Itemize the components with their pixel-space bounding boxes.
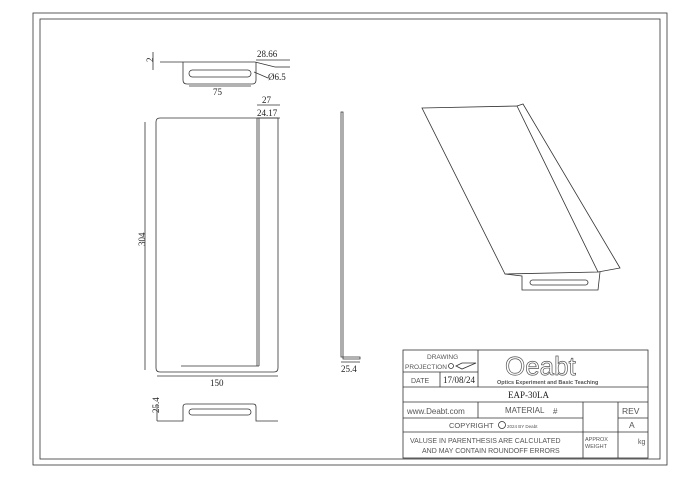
top-view: 2 28.66 Ø6.5 75 bbox=[145, 49, 290, 97]
logo: Oeabt bbox=[505, 351, 577, 381]
date-label: DATE bbox=[411, 378, 429, 385]
dim-slot: 75 bbox=[213, 87, 223, 97]
approx-label: APPROX bbox=[585, 437, 608, 443]
website: www.Deabt.com bbox=[406, 407, 465, 416]
inner-border bbox=[39, 18, 661, 460]
date-value: 17/08/24 bbox=[443, 375, 476, 385]
weight-label: WEIGHT bbox=[585, 444, 608, 450]
dim-width-outer: 27 bbox=[262, 95, 272, 105]
logo-tagline: Optics Experiment and Basic Teaching bbox=[497, 380, 598, 386]
title-block: DRAWING PROJECTION DATE 17/08/24 Oeabt O… bbox=[402, 349, 649, 459]
rev-label: REV bbox=[622, 406, 640, 416]
outer-border bbox=[32, 12, 668, 466]
front-view: 27 24.17 304 150 bbox=[137, 95, 280, 388]
note-line-2: AND MAY CONTAIN ROUNDOFF ERRORS bbox=[422, 448, 560, 455]
dim-width-inner: 24.17 bbox=[257, 108, 278, 118]
note-line-1: VALUSE IN PARENTHESIS ARE CALCULATED bbox=[410, 438, 561, 445]
copyright-icon bbox=[498, 421, 506, 429]
projection-symbol-icon bbox=[448, 362, 477, 370]
dim-thickness: 2 bbox=[145, 58, 155, 63]
dim-base: 25.4 bbox=[341, 364, 357, 374]
part-number: EAP-30LA bbox=[508, 390, 549, 400]
dim-flange: 28.66 bbox=[257, 49, 278, 59]
material-label: MATERIAL bbox=[505, 406, 545, 415]
copyright-suffix: 2024 BY Deabt bbox=[507, 424, 538, 429]
drawing-label: DRAWING bbox=[427, 354, 458, 361]
dim-hole: Ø6.5 bbox=[268, 72, 286, 82]
rev-value: A bbox=[629, 420, 635, 430]
copyright-label: COPYRIGHT bbox=[449, 421, 494, 430]
dim-bottom-height: 25.4 bbox=[151, 397, 161, 413]
weight-unit: kg bbox=[638, 439, 646, 446]
isometric-view bbox=[421, 103, 621, 291]
material-value: # bbox=[553, 407, 558, 416]
side-view: 25.4 bbox=[340, 111, 361, 374]
bottom-view: 25.4 bbox=[151, 397, 278, 422]
dim-height: 304 bbox=[137, 232, 147, 246]
projection-label: PROJECTION bbox=[405, 364, 447, 371]
dim-width: 150 bbox=[210, 378, 224, 388]
